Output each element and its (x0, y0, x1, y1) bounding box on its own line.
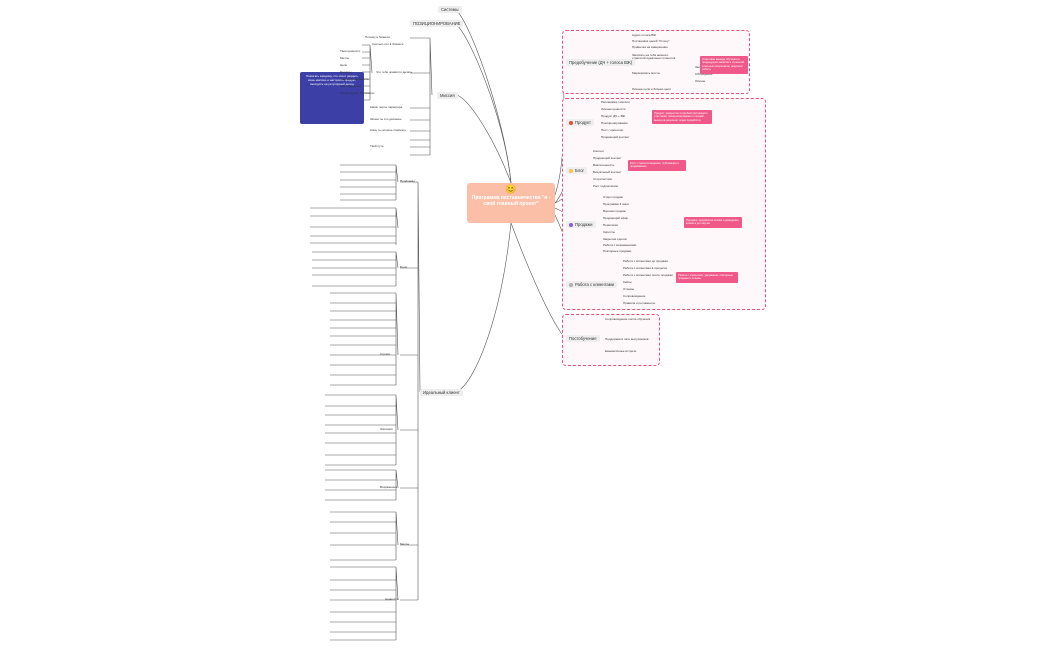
product-item: Продукт ДЧ + ВЖ (601, 114, 626, 118)
product-item: Пост / ориентир (601, 128, 624, 132)
ideal-group: Возражения (380, 485, 397, 489)
sales-item: Переписки (603, 223, 618, 227)
product-item: Позиционирование (601, 121, 628, 125)
predobuchenie-subitem: Личное (695, 79, 706, 83)
branch-clients[interactable]: Работа с клиентами (566, 281, 617, 288)
blog-item: Сторителлинг (593, 177, 613, 181)
product-item: Распаковка / миссия (601, 100, 630, 104)
clients-item: Сопровождение (623, 294, 646, 298)
sales-item: Повторные продажи (603, 249, 632, 253)
mission-item: Какие черты характера (370, 105, 403, 109)
predobuchenie-item: Записать на тебя немного стратегий идеал… (632, 53, 676, 61)
branch-systems[interactable]: Системы (438, 6, 462, 13)
branch-blog[interactable]: Блог (566, 167, 588, 174)
mission-item: Чем гордишься (340, 84, 362, 88)
predobuchenie-subitem: Обсуждение (695, 72, 713, 76)
predobuchenie-item: Привычка на завершение (632, 45, 668, 49)
sales-item: Работа с возражениями (603, 243, 637, 247)
branch-product[interactable]: Продукт (566, 119, 594, 126)
purple-dot-icon (569, 222, 573, 227)
blog-note: Блог: стратегия ведения, публикации и пр… (628, 160, 686, 171)
mission-item: Кому ты хочешь помогать (370, 128, 406, 132)
mission-item: Твои ценности (340, 49, 361, 53)
mission-item: Чем можешь помочь (340, 77, 369, 81)
blog-item: Визуальный контент (593, 170, 622, 174)
mission-item: Цели (340, 63, 348, 67)
sales-item: Скрипты (603, 230, 615, 234)
mission-item: Сколько лет в бизнесе (372, 42, 404, 46)
mission-item: Ресурсы (340, 70, 352, 74)
mission-item: Что тебе нравится делать (376, 70, 413, 74)
sales-item: Закрытие сделок (603, 237, 627, 241)
blog-item: Продающий контент (593, 156, 622, 160)
red-dot-icon (569, 120, 573, 125)
mission-statement-note: Помогать каждому, кто хочет увидеть свою… (300, 72, 364, 124)
predobuchenie-note: Стартовая вывода обучения и предыдущих к… (700, 56, 748, 74)
sales-item: Воронки продаж (603, 209, 626, 213)
clients-item: Отзывы (623, 287, 634, 291)
branch-mission[interactable]: Миссия (437, 92, 458, 99)
blog-item: Контент (593, 149, 605, 153)
sales-note: Продажи: проработка этапов и доведение к… (684, 217, 742, 228)
blog-item: Рост подписчиков (593, 184, 618, 188)
mission-item: Твой путь (370, 144, 384, 148)
sales-item: Продающий эфир (603, 216, 629, 220)
branch-positioning[interactable]: ПОЗИЦИОНИРОВАНИЕ (410, 20, 464, 27)
product-item: Продающий контент (601, 135, 630, 139)
product-note: Продукт: раскрытие потребностей каждого … (652, 110, 712, 125)
ideal-group: Проблемы (400, 179, 415, 183)
predobuchenie-item: Маркировать мечты (632, 71, 660, 75)
post-item: Сопровождение после обучения (605, 317, 651, 321)
clients-item: Кейсы (623, 280, 632, 284)
post-item: Поддержка в чате выпускников (605, 337, 649, 341)
root-title: Программа наставничества "я - свой главн… (471, 195, 551, 207)
clients-item: Работа с клиентами после продажи (623, 273, 673, 277)
predobuchenie-item: Аудио голоса ВЖ (632, 33, 657, 37)
mission-item: Что бы делал бесплатно (340, 91, 375, 95)
ideal-group: Страхи (380, 352, 391, 356)
ideal-group: Мечты (400, 542, 410, 546)
branch-ideal-client[interactable]: Идеальный клиент (420, 389, 463, 396)
yellow-dot-icon (569, 168, 573, 173)
sales-item: Отдел продаж (603, 195, 623, 199)
blog-item: Вовлеченность (593, 163, 615, 167)
mission-item: Мечты (340, 56, 350, 60)
product-item: Личные ценности (601, 107, 626, 111)
clients-item: Работа с клиентами до продажи (623, 259, 668, 263)
branch-sales[interactable]: Продажи (566, 221, 596, 228)
grey-dot-icon (569, 282, 573, 287)
sales-item: Программа 3 шага (603, 202, 629, 206)
predobuchenie-item: Постановка целей "Я хочу" (632, 39, 670, 43)
ideal-group: Ценности (385, 597, 399, 601)
root-topic[interactable]: 😊 Программа наставничества "я - свой гла… (467, 183, 555, 223)
branch-postobuchenie[interactable]: Постобучение (566, 335, 600, 342)
clients-item: Работа с клиентами в процессе (623, 266, 668, 270)
post-item: Ежемесячные встречи (605, 349, 637, 353)
predobuchenie-item: Личные цели и бизнес-цели (632, 87, 671, 91)
clients-item: Правила и регламенты (623, 301, 656, 305)
ideal-group: Желания (380, 427, 393, 431)
clients-note: Работа с клиентами: удержание, повторные… (676, 272, 738, 283)
mission-item: Почему в бизнесе (365, 35, 391, 39)
smile-emoji-icon: 😊 (505, 184, 517, 194)
ideal-group: Боли (400, 265, 407, 269)
mission-item: Зачем ты это делаешь (370, 117, 402, 121)
branch-predobuchenie[interactable]: Предобучение (ДЧ + голоса ВЖ) (566, 59, 636, 66)
